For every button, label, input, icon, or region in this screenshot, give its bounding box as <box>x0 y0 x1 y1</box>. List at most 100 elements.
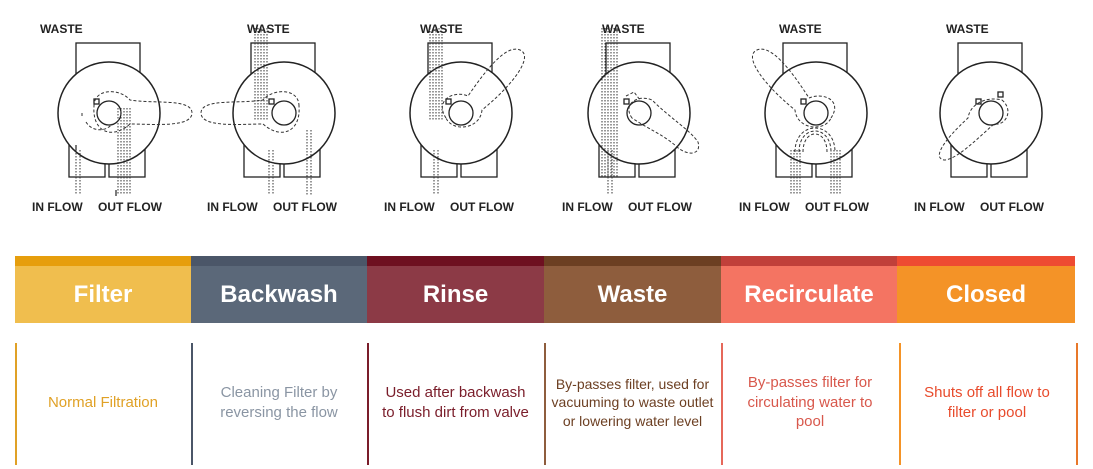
mode-description-text: Cleaning Filter by reversing the flow <box>220 384 338 421</box>
valve-schematic <box>200 28 336 195</box>
mode-description-4: By-passes filter for circulating water t… <box>721 340 899 465</box>
valve-body-circle <box>939 61 1043 165</box>
mode-band-1: Backwash <box>191 256 367 323</box>
valve-body-circle <box>587 61 691 165</box>
mode-band-strip <box>15 256 191 266</box>
valve-center-hub <box>626 100 652 126</box>
flow-path <box>81 113 113 131</box>
description-divider <box>721 343 723 465</box>
mode-band-strip <box>544 256 721 266</box>
valve-key-notch <box>623 98 630 105</box>
mode-band-strip <box>897 256 1075 266</box>
valve-key-notch <box>800 98 807 105</box>
description-divider <box>544 343 546 465</box>
out-flow-label: OUT FLOW <box>628 200 692 214</box>
valve-diagram-waste: WASTE IN FLOW OUT FLOW <box>562 0 738 250</box>
flow-path <box>802 133 828 153</box>
valve-handle-outline <box>93 91 193 133</box>
valve-handle-outline <box>441 48 525 128</box>
valve-diagram-closed: WASTE IN FLOW OUT FLOW <box>914 0 1090 250</box>
valve-handle-outline <box>752 48 836 128</box>
flow-arrow <box>75 145 117 196</box>
valve-center-hub <box>978 100 1004 126</box>
waste-label: WASTE <box>40 22 83 36</box>
flow-path <box>798 130 832 153</box>
valve-schematic <box>752 42 868 195</box>
mode-band-3: Waste <box>544 256 721 323</box>
mode-title: Rinse <box>422 281 489 308</box>
valve-handle-outline <box>938 98 1009 161</box>
in-flow-label: IN FLOW <box>384 200 435 214</box>
valve-body-circle <box>57 61 161 165</box>
waste-label: WASTE <box>779 22 822 36</box>
in-flow-label: IN FLOW <box>562 200 613 214</box>
mode-description-text: By-passes filter for circulating water t… <box>747 374 873 431</box>
in-flow-label: IN FLOW <box>914 200 965 214</box>
mode-band-2: Rinse <box>367 256 544 323</box>
description-divider <box>191 343 193 465</box>
mode-description-text: Normal Filtration <box>47 393 158 411</box>
in-flow-label: IN FLOW <box>32 200 83 214</box>
out-flow-label: OUT FLOW <box>450 200 514 214</box>
valve-key-notch <box>445 98 452 105</box>
mode-title: Waste <box>597 281 668 308</box>
valve-body-circle <box>764 61 868 165</box>
valve-schematic <box>409 28 525 195</box>
mode-title: Backwash <box>220 281 338 308</box>
in-flow-label: IN FLOW <box>207 200 258 214</box>
valve-handle-outline <box>200 91 300 133</box>
mode-band-5: Closed <box>897 256 1075 323</box>
mode-band-4: Recirculate <box>721 256 897 323</box>
mode-description-text: Used after backwash to flush dirt from v… <box>382 384 529 421</box>
valve-key-notch <box>975 98 982 105</box>
valve-key-notch <box>997 91 1004 98</box>
mode-description-text: By-passes filter, used for vacuuming to … <box>551 376 714 429</box>
valve-handle-outline <box>628 97 700 154</box>
out-flow-label: OUT FLOW <box>805 200 869 214</box>
valve-diagram-filter: WASTE IN FLOW OUT FLOW <box>32 0 208 250</box>
valve-schematic <box>938 42 1043 178</box>
out-flow-label: OUT FLOW <box>273 200 337 214</box>
valve-diagram-recirculate: WASTE IN FLOW OUT FLOW <box>739 0 915 250</box>
mode-description-2: Used after backwash to flush dirt from v… <box>367 340 544 465</box>
valve-body-circle <box>409 61 513 165</box>
waste-label: WASTE <box>602 22 645 36</box>
valve-key-notch <box>268 98 275 105</box>
description-divider-right <box>1076 343 1078 465</box>
out-flow-label: OUT FLOW <box>980 200 1044 214</box>
valve-body-circle <box>232 61 336 165</box>
mode-descriptions: Normal Filtration Cleaning Filter by reve… <box>15 340 1085 465</box>
mode-bands: Filter Backwash Rinse Waste Recirculate Close… <box>15 256 1075 323</box>
mode-band-strip <box>721 256 897 266</box>
mode-description-3: By-passes filter, used for vacuuming to … <box>544 340 721 465</box>
valve-schematic <box>57 42 193 196</box>
flow-path <box>794 127 836 153</box>
valve-center-hub <box>96 100 122 126</box>
waste-label: WASTE <box>946 22 989 36</box>
flow-path <box>625 91 641 101</box>
mode-title: Filter <box>73 281 133 308</box>
mode-description-text: Shuts off all flow to filter or pool <box>924 384 1050 421</box>
description-divider <box>367 343 369 465</box>
valve-center-hub <box>803 100 829 126</box>
valve-center-hub <box>448 100 474 126</box>
valve-schematic <box>587 28 700 195</box>
mode-band-strip <box>367 256 544 266</box>
mode-description-5: Shuts off all flow to filter or pool <box>899 340 1075 465</box>
waste-label: WASTE <box>420 22 463 36</box>
valve-diagram-rinse: WASTE IN FLOW OUT FLOW <box>384 0 560 250</box>
mode-description-0: Normal Filtration <box>15 340 191 465</box>
description-divider <box>15 343 17 465</box>
mode-description-1: Cleaning Filter by reversing the flow <box>191 340 367 465</box>
out-flow-label: OUT FLOW <box>98 200 162 214</box>
valve-center-hub <box>271 100 297 126</box>
in-flow-label: IN FLOW <box>739 200 790 214</box>
mode-title: Recirculate <box>744 281 874 308</box>
mode-title: Closed <box>945 281 1026 308</box>
description-divider <box>899 343 901 465</box>
mode-band-0: Filter <box>15 256 191 323</box>
valve-diagrams: WASTE IN FLOW OUT FLOW WASTE IN FLOW OUT FLOW… <box>32 0 1090 250</box>
valve-key-notch <box>93 98 100 105</box>
mode-band-strip <box>191 256 367 266</box>
